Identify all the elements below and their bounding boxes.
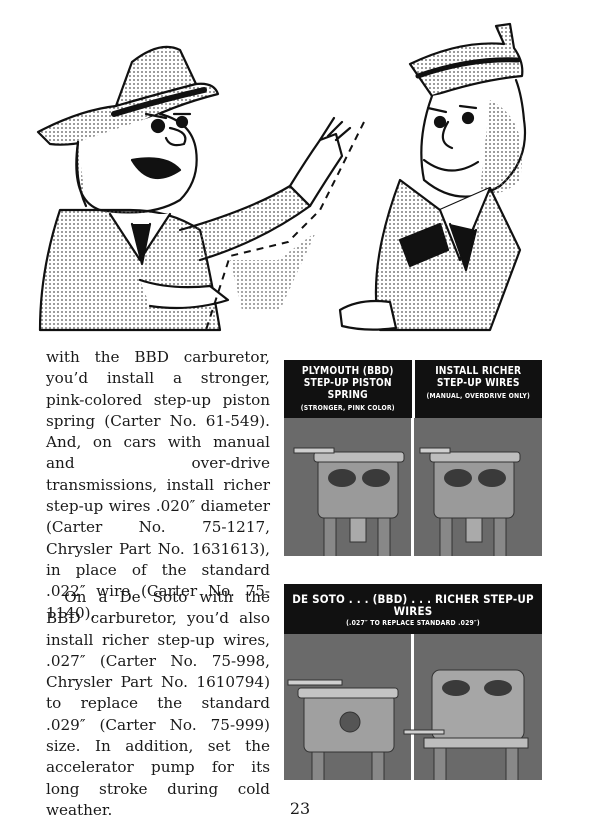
body-paragraph-2: On a De Soto with the BBD carburetor, yo… xyxy=(46,588,270,819)
figure-1-left-subtitle: (STRONGER, PINK COLOR) xyxy=(300,404,395,412)
figure-1-left-caption: PLYMOUTH (BBD) STEP-UP PISTON SPRING (ST… xyxy=(284,360,415,418)
figure-2-subtitle: (.027″ TO REPLACE STANDARD .029″) xyxy=(346,619,480,627)
figure-1-right-subtitle: (MANUAL, OVERDRIVE ONLY) xyxy=(426,392,530,400)
carburetor-left xyxy=(293,447,405,556)
figure-1-right-caption: INSTALL RICHER STEP-UP WIRES (MANUAL, OV… xyxy=(415,360,543,418)
cartoon-illustration xyxy=(36,22,526,332)
figure-1-caption-bar: PLYMOUTH (BBD) STEP-UP PISTON SPRING (ST… xyxy=(284,360,542,418)
page-number: 23 xyxy=(289,799,311,818)
carburetor-desoto-right xyxy=(403,669,529,780)
cartoon-man-left xyxy=(36,45,352,332)
figure-1-left-title: PLYMOUTH (BBD) STEP-UP PISTON SPRING xyxy=(301,366,394,401)
figure-2-title: DE SOTO . . . (BBD) . . . RICHER STEP-UP… xyxy=(292,592,534,618)
figure-2-caption-bar: DE SOTO . . . (BBD) . . . RICHER STEP-UP… xyxy=(284,584,542,634)
figure-1-right-title: INSTALL RICHER STEP-UP WIRES xyxy=(435,366,522,389)
cartoon-man-right xyxy=(338,22,526,332)
figure-2-photo xyxy=(284,634,542,780)
carburetor-right xyxy=(419,447,521,556)
body-paragraph-1: with the BBD carburetor, you’d install a… xyxy=(46,348,270,622)
carburetor-desoto-left xyxy=(287,679,399,780)
figure-desoto-carburetors: DE SOTO . . . (BBD) . . . RICHER STEP-UP… xyxy=(284,584,542,780)
figure-plymouth-carburetors: PLYMOUTH (BBD) STEP-UP PISTON SPRING (ST… xyxy=(284,360,542,556)
figure-1-photo xyxy=(284,418,542,556)
